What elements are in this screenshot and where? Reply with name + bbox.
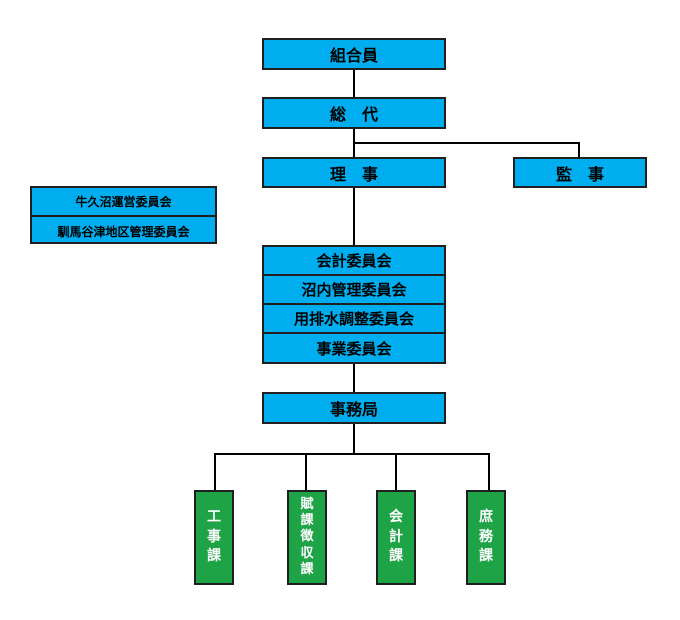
connector-to-auditors bbox=[578, 142, 580, 159]
section-construction: 工 事 課 bbox=[194, 490, 234, 585]
side-committees-box: 牛久沼運営委員会 馴馬谷津地区管理委員会 bbox=[30, 186, 217, 244]
connector-to-directors bbox=[353, 142, 355, 160]
section-levy-collection: 賦 課 徴 収 課 bbox=[287, 490, 327, 585]
office-box: 事務局 bbox=[262, 392, 446, 424]
committee-water-coordination: 用排水調整委員会 bbox=[264, 305, 444, 334]
connector-officers-horizontal bbox=[353, 142, 580, 144]
section-levy-char: 課 bbox=[300, 561, 314, 577]
committee-marsh-management: 沼内管理委員会 bbox=[264, 276, 444, 305]
section-general-char: 務 bbox=[479, 528, 493, 545]
auditors-box: 監 事 bbox=[513, 157, 647, 188]
side-committee-namerigaya: 馴馬谷津地区管理委員会 bbox=[57, 225, 190, 239]
connector-members-delegates bbox=[353, 68, 355, 99]
section-construction-char: 課 bbox=[207, 548, 221, 565]
connector-office-sections bbox=[353, 423, 355, 455]
connector-to-section-2 bbox=[305, 453, 307, 492]
section-construction-char: 工 bbox=[207, 509, 221, 526]
connector-sections-horizontal bbox=[214, 453, 490, 455]
connector-delegates-branch bbox=[353, 128, 355, 144]
section-levy-char: 賦 bbox=[300, 496, 314, 512]
directors-box: 理 事 bbox=[262, 157, 446, 188]
connector-directors-committees bbox=[353, 186, 355, 247]
section-accounting-char: 計 bbox=[389, 528, 403, 545]
section-accounting-char: 課 bbox=[389, 548, 403, 565]
section-general-char: 課 bbox=[479, 548, 493, 565]
section-levy-char: 収 bbox=[300, 545, 314, 561]
committee-business: 事業委員会 bbox=[316, 340, 392, 358]
section-general-char: 庶 bbox=[479, 509, 493, 526]
committee-accounting: 会計委員会 bbox=[264, 247, 444, 276]
members-box: 組合員 bbox=[262, 38, 446, 70]
side-committee-ushikunuma: 牛久沼運営委員会 bbox=[32, 188, 215, 217]
connector-to-section-3 bbox=[395, 453, 397, 492]
section-accounting-char: 会 bbox=[389, 509, 403, 526]
connector-to-section-4 bbox=[488, 453, 490, 492]
section-general-affairs: 庶 務 課 bbox=[466, 490, 506, 585]
section-construction-char: 事 bbox=[207, 528, 221, 545]
delegates-box: 総 代 bbox=[262, 97, 446, 129]
connector-committees-office bbox=[353, 362, 355, 394]
section-levy-char: 課 bbox=[300, 513, 314, 529]
committees-box: 会計委員会 沼内管理委員会 用排水調整委員会 事業委員会 bbox=[262, 245, 446, 364]
section-accounting: 会 計 課 bbox=[376, 490, 416, 585]
connector-to-section-1 bbox=[214, 453, 216, 492]
section-levy-char: 徴 bbox=[300, 529, 314, 545]
